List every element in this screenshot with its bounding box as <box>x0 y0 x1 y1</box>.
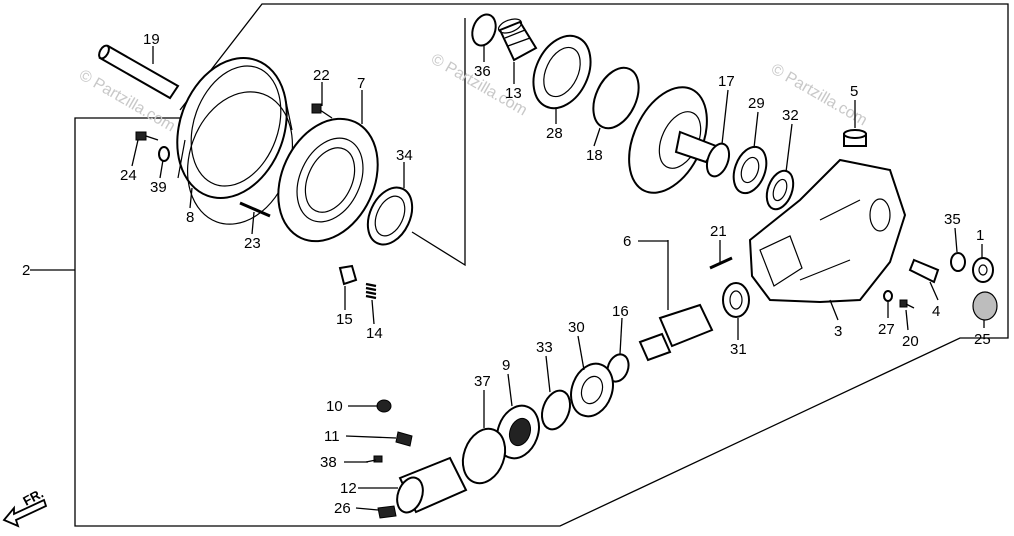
callout-label: 13 <box>505 85 522 102</box>
callout-label: 15 <box>336 311 353 328</box>
callout-label: 1 <box>976 227 984 244</box>
part-36-oring <box>471 13 497 47</box>
callout-label: 34 <box>396 147 413 164</box>
callout-label: 33 <box>536 339 553 356</box>
callout-label: 10 <box>326 398 343 415</box>
part-30-bearing <box>570 362 614 418</box>
callout-label: 9 <box>502 357 510 374</box>
part-32-seal <box>765 169 795 211</box>
callout-label: 17 <box>718 73 735 90</box>
callout-label: 23 <box>244 235 261 252</box>
callout-label: 24 <box>120 167 137 184</box>
callout-label: 27 <box>878 321 895 338</box>
callout-label: 38 <box>320 454 337 471</box>
part-10-nut <box>376 399 392 413</box>
part-4-pin <box>908 258 940 284</box>
part-26-damper <box>377 505 397 519</box>
part-12-joint <box>396 456 468 514</box>
callout-label: 11 <box>324 428 340 445</box>
callout-label: 30 <box>568 319 585 336</box>
part-20-bolt <box>899 299 915 309</box>
part-35-ring <box>950 252 966 272</box>
part-17-shim <box>705 142 731 178</box>
callout-label: 29 <box>748 95 765 112</box>
part-6-ring-gear <box>628 86 718 194</box>
part-21-stud <box>709 256 733 270</box>
callout-label: 36 <box>474 63 491 80</box>
part-38-bolt <box>365 455 383 463</box>
callout-label: 32 <box>782 107 799 124</box>
callout-label: 5 <box>850 83 858 100</box>
callout-label: 39 <box>150 179 167 196</box>
callout-label: 14 <box>366 325 383 342</box>
part-5-cap <box>843 129 867 147</box>
callout-label: 28 <box>546 125 563 142</box>
part-15-plate <box>338 264 358 286</box>
callout-label: 2 <box>22 262 30 279</box>
part-9-gear <box>496 404 540 460</box>
arrow-front-icon <box>2 498 48 528</box>
callout-label: 6 <box>623 233 631 250</box>
callout-label: 26 <box>334 500 351 517</box>
part-18-shim <box>592 66 640 130</box>
callout-label: 3 <box>834 323 842 340</box>
callout-label: 18 <box>586 147 603 164</box>
front-arrow: FR. <box>2 486 48 528</box>
part-34-seal <box>366 186 414 246</box>
assembly-boundary <box>30 3 1009 527</box>
part-37-oring <box>461 427 507 485</box>
part-6-pinion <box>638 303 714 362</box>
part-22-bolt <box>311 103 333 119</box>
part-13-collar <box>497 18 538 62</box>
callout-label: 25 <box>974 331 991 348</box>
part-31-bearing <box>722 282 750 318</box>
part-24-bolt <box>135 131 159 141</box>
part-14-spring <box>365 282 377 300</box>
callout-label: 31 <box>730 341 747 358</box>
part-8-drum <box>176 57 294 225</box>
front-arrow-label: FR. <box>20 486 46 509</box>
callout-label: 20 <box>902 333 919 350</box>
callout-label: 37 <box>474 373 491 390</box>
callout-label: 21 <box>710 223 727 240</box>
leader-lines <box>131 46 985 511</box>
callout-label: 12 <box>340 480 357 497</box>
part-1-nut <box>972 257 994 283</box>
callout-label: 8 <box>186 209 194 226</box>
callout-labels: 19 22 7 24 39 8 34 23 2 15 14 36 13 28 1… <box>22 31 991 517</box>
part-33-shim <box>540 389 572 431</box>
callout-label: 19 <box>143 31 160 48</box>
part-29-bearing <box>732 145 768 195</box>
part-25-cap <box>972 291 998 321</box>
part-39-washer <box>158 146 170 162</box>
callout-label: 16 <box>612 303 629 320</box>
callout-label: 35 <box>944 211 961 228</box>
part-3-case <box>748 158 907 304</box>
part-11-bolt <box>395 431 413 447</box>
callout-label: 22 <box>313 67 330 84</box>
part-23-stud <box>239 201 271 218</box>
callout-label: 4 <box>932 303 940 320</box>
callout-label: 7 <box>357 75 365 92</box>
part-19-pin <box>98 44 180 100</box>
part-7-holder <box>277 117 379 243</box>
part-27-washer <box>883 290 893 302</box>
part-28-bearing <box>532 34 592 110</box>
